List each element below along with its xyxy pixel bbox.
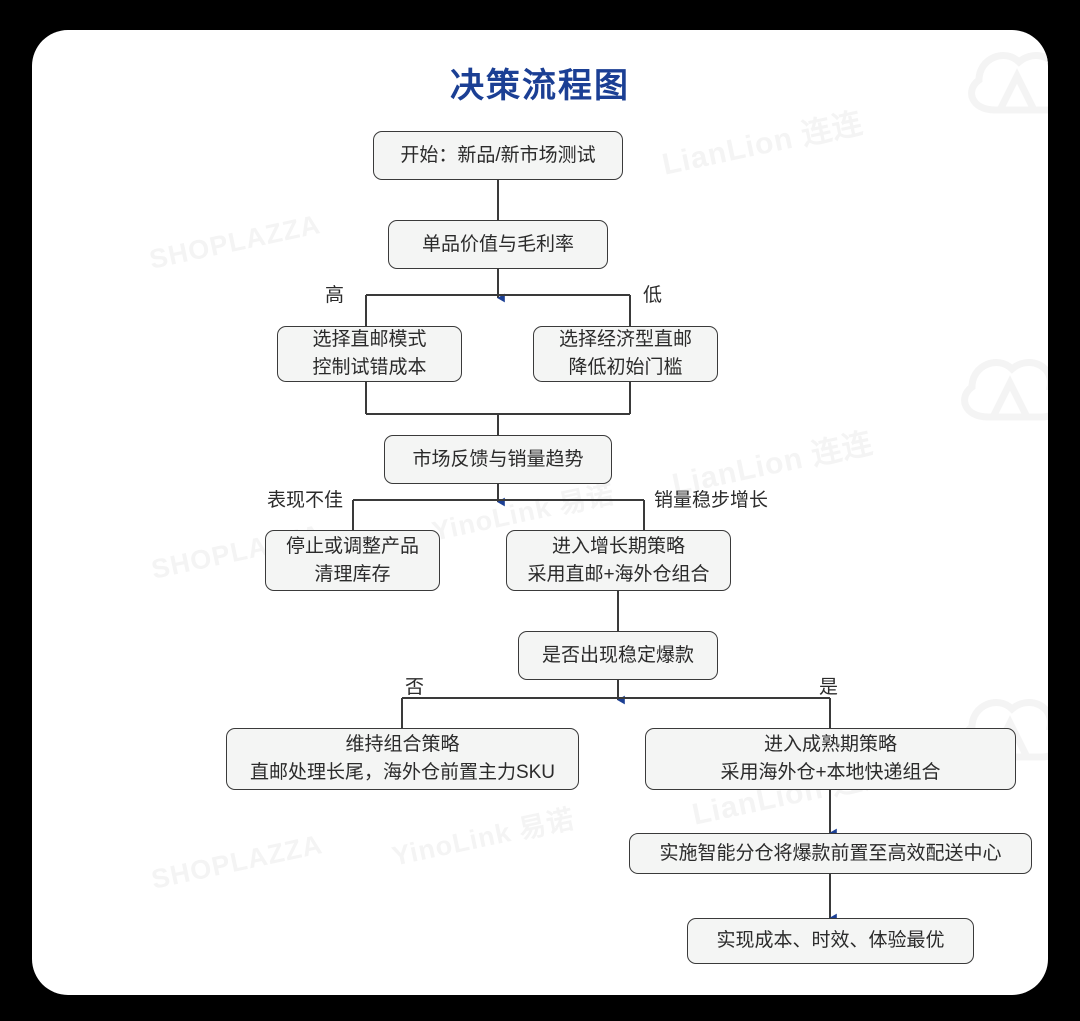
node-optimal-result-line1: 实现成本、时效、体验最优 <box>716 930 945 952</box>
node-stop-adjust-line2: 清理库存 <box>314 563 391 585</box>
edge-label-steady-growth: 销量稳步增长 <box>654 490 769 511</box>
flowchart-canvas: 决策流程图 <box>32 30 1048 995</box>
node-mature-strategy-line1: 进入成熟期策略 <box>763 734 897 756</box>
node-market-feedback[interactable]: 市场反馈与销量趋势 <box>384 435 612 484</box>
node-direct-mail[interactable]: 选择直邮模式 控制试错成本 <box>277 326 462 382</box>
edge-label-no: 否 <box>405 677 425 698</box>
node-mature-strategy-line2: 采用海外仓+本地快递组合 <box>720 762 941 783</box>
node-keep-mix-line1: 维持组合策略 <box>345 734 460 756</box>
node-market-feedback-line1: 市场反馈与销量趋势 <box>412 448 584 470</box>
node-smart-warehouse-line1: 实施智能分仓将爆款前置至高效配送中心 <box>659 842 1002 864</box>
node-keep-mix-line2: 直邮处理长尾，海外仓前置主力SKU <box>249 762 556 783</box>
node-start-line1: 开始：新品/新市场测试 <box>400 144 596 166</box>
node-economy-mail[interactable]: 选择经济型直邮 降低初始门槛 <box>533 326 718 382</box>
node-mature-strategy[interactable]: 进入成熟期策略 采用海外仓+本地快递组合 <box>645 728 1016 790</box>
node-stop-adjust-line1: 停止或调整产品 <box>285 535 419 557</box>
node-hot-item-check-line1: 是否出现稳定爆款 <box>541 644 694 666</box>
node-stop-adjust[interactable]: 停止或调整产品 清理库存 <box>265 530 440 591</box>
node-growth-strategy[interactable]: 进入增长期策略 采用直邮+海外仓组合 <box>506 530 731 591</box>
edge-label-yes: 是 <box>819 677 839 698</box>
node-smart-warehouse[interactable]: 实施智能分仓将爆款前置至高效配送中心 <box>629 833 1032 874</box>
node-economy-mail-line1: 选择经济型直邮 <box>558 329 692 351</box>
node-growth-strategy-line1: 进入增长期策略 <box>551 535 685 557</box>
node-keep-mix[interactable]: 维持组合策略 直邮处理长尾，海外仓前置主力SKU <box>226 728 579 790</box>
node-start[interactable]: 开始：新品/新市场测试 <box>373 131 623 180</box>
node-unit-value-line1: 单品价值与毛利率 <box>421 233 574 255</box>
node-direct-mail-line2: 控制试错成本 <box>312 357 427 378</box>
edge-label-high: 高 <box>325 285 345 306</box>
page-title: 决策流程图 <box>450 67 630 105</box>
edge-label-low: 低 <box>643 285 663 306</box>
node-direct-mail-line1: 选择直邮模式 <box>312 329 427 351</box>
flowchart-card: LianLion 连连 SHOPLAZZA LianLion 连连 YinoLi… <box>32 30 1048 995</box>
node-hot-item-check[interactable]: 是否出现稳定爆款 <box>518 631 718 680</box>
node-economy-mail-line2: 降低初始门槛 <box>568 357 683 378</box>
node-growth-strategy-line2: 采用直邮+海外仓组合 <box>527 563 710 585</box>
node-unit-value[interactable]: 单品价值与毛利率 <box>388 220 608 269</box>
edge-label-poor: 表现不佳 <box>267 490 344 511</box>
node-optimal-result[interactable]: 实现成本、时效、体验最优 <box>687 918 974 964</box>
